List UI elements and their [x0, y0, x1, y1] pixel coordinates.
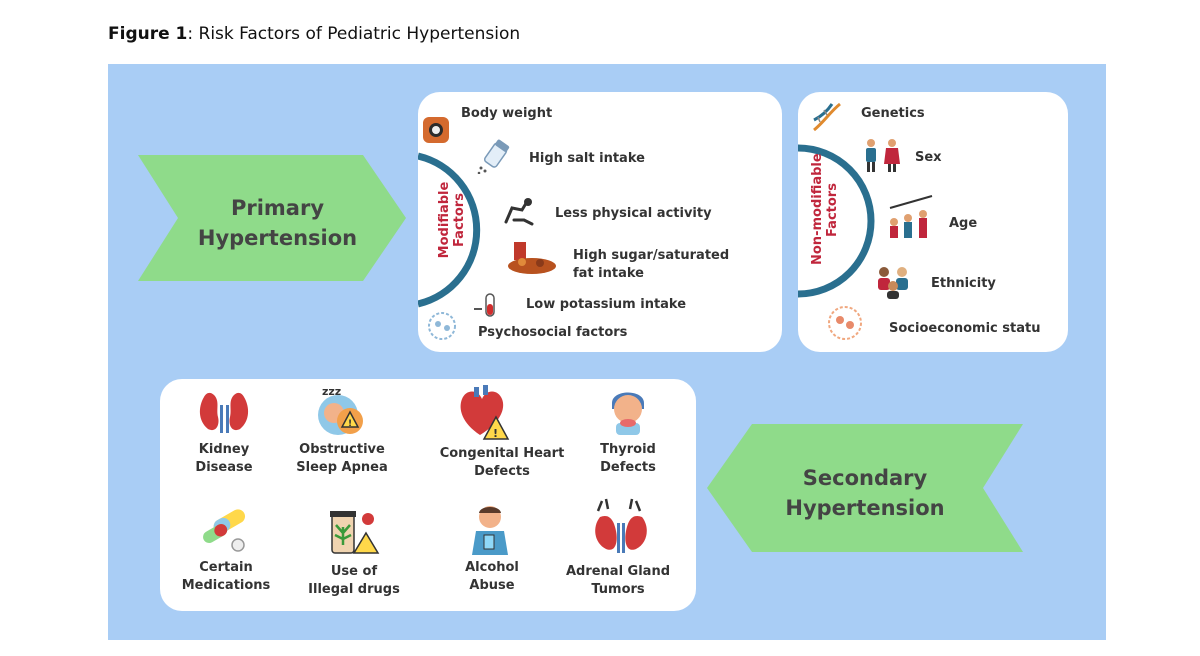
alcohol-abuse-label: Alcohol Abuse — [432, 559, 552, 595]
alcohol-line2: Abuse — [469, 578, 515, 593]
thyroid-line1: Thyroid — [600, 442, 656, 457]
illegal-drugs-label: Use of Illegal drugs — [294, 563, 414, 599]
modifiable-factors-card: Modifiable Factors Body weight High salt… — [418, 92, 782, 352]
adrenal-label: Adrenal Gland Tumors — [558, 563, 678, 599]
socioeconomic-label: Socioeconomic status — [889, 321, 1040, 336]
sleep-apnea-label: Obstructive Sleep Apnea — [282, 441, 402, 477]
primary-line1: Primary — [230, 196, 325, 220]
male-female-icon — [866, 139, 900, 172]
blood-tube-icon — [474, 293, 495, 317]
modifiable-side-line1: Modifiable — [437, 181, 452, 259]
body-weight-label: Body weight — [461, 106, 553, 121]
non-modifiable-factors-card: Non-modifiable Factors Genetics Sex Age … — [798, 92, 1068, 352]
genetics-label: Genetics — [861, 106, 925, 121]
socioeconomic-icon — [828, 306, 862, 340]
alcohol-abuse-icon — [472, 506, 508, 555]
adrenal-line2: Tumors — [591, 582, 645, 597]
primary-arrow — [138, 155, 406, 281]
adrenal-tumor-icon — [595, 498, 647, 553]
high-salt-label: High salt intake — [529, 151, 645, 166]
secondary-line1: Secondary — [802, 466, 928, 490]
secondary-line2: Hypertension — [785, 496, 945, 520]
dna-icon — [813, 102, 841, 132]
medications-line1: Certain — [199, 560, 253, 575]
psychosocial-label: Psychosocial factors — [478, 325, 628, 340]
primary-hypertension-label: Primary Hypertension — [185, 193, 370, 253]
low-potassium-label: Low potassium intake — [526, 297, 687, 312]
non-modifiable-side-line1: Non-modifiable — [810, 153, 825, 265]
couch-person-icon — [504, 198, 534, 226]
secondary-hypertension-label: Secondary Hypertension — [760, 463, 970, 523]
illegal-drugs-line2: Illegal drugs — [308, 582, 400, 597]
illegal-drugs-icon — [330, 511, 380, 554]
less-activity-label: Less physical activity — [555, 206, 712, 221]
modifiable-side-line2: Factors — [452, 193, 467, 247]
medications-label: Certain Medications — [166, 559, 286, 595]
non-modifiable-arc — [798, 144, 875, 298]
medications-line2: Medications — [181, 578, 271, 593]
age-label: Age — [949, 216, 978, 231]
congenital-heart-line2: Defects — [474, 464, 530, 479]
kidney-icon — [199, 392, 249, 433]
scale-icon — [423, 117, 449, 143]
heart-warning-icon: ! — [460, 385, 510, 440]
thyroid-line2: Defects — [600, 460, 656, 475]
ethnicity-label: Ethnicity — [931, 276, 996, 291]
sleep-apnea-line1: Obstructive — [299, 442, 385, 457]
high-sugar-label: High sugar/saturated — [573, 248, 730, 263]
modifiable-arc — [418, 152, 481, 308]
ethnicity-icon — [878, 267, 908, 299]
svg-text:!: ! — [493, 427, 498, 440]
secondary-causes-card: Kidney Disease zzz ! Obstructive Sleep A… — [160, 379, 696, 611]
non-modifiable-side-label: Non-modifiable Factors — [810, 153, 840, 265]
thyroid-label: Thyroid Defects — [568, 441, 688, 477]
primary-line2: Hypertension — [197, 226, 358, 250]
sleep-apnea-icon: zzz ! — [318, 385, 363, 435]
congenital-heart-line1: Congenital Heart — [439, 446, 565, 461]
kidney-disease-label: Kidney Disease — [164, 441, 284, 477]
pills-icon — [203, 509, 246, 552]
secondary-arrow — [707, 424, 1023, 552]
psychosocial-icon — [428, 312, 456, 340]
sleep-apnea-line2: Sleep Apnea — [296, 460, 388, 475]
svg-text:zzz: zzz — [322, 385, 341, 398]
adrenal-line1: Adrenal Gland — [565, 564, 671, 579]
thyroid-icon — [612, 392, 644, 435]
figure-number: Figure 1 — [108, 24, 188, 44]
modifiable-side-label: Modifiable Factors — [437, 172, 467, 268]
illegal-drugs-line1: Use of — [330, 564, 378, 579]
alcohol-line1: Alcohol — [465, 560, 519, 575]
salt-shaker-icon — [477, 139, 510, 174]
figure-caption: Figure 1: Risk Factors of Pediatric Hype… — [108, 24, 520, 44]
kidney-line2: Disease — [195, 460, 253, 475]
junk-food-icon — [508, 242, 556, 274]
fat-intake-label: fat intake — [573, 266, 644, 281]
age-growth-icon — [889, 195, 933, 238]
figure-title: : Risk Factors of Pediatric Hypertension — [187, 24, 521, 44]
non-modifiable-side-line2: Factors — [825, 183, 840, 237]
sex-label: Sex — [915, 150, 942, 165]
svg-text:!: ! — [348, 419, 352, 429]
congenital-heart-label: Congenital Heart Defects — [430, 445, 574, 481]
kidney-line1: Kidney — [198, 442, 250, 457]
